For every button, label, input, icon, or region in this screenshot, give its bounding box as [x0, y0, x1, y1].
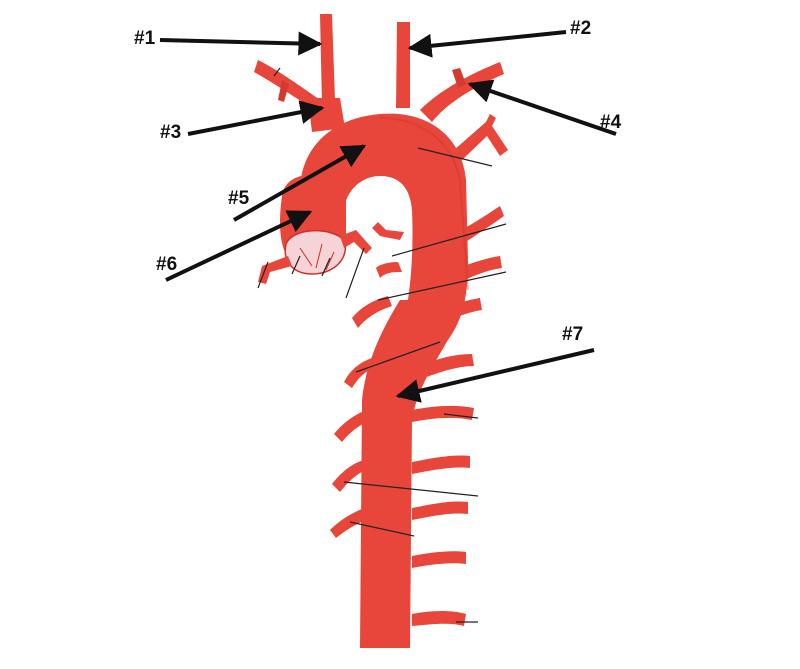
descending-aorta [360, 300, 462, 648]
arrow-2 [407, 30, 567, 58]
label-6: #6 [156, 254, 177, 275]
label-4: #4 [600, 112, 622, 133]
label-1: #1 [134, 28, 156, 49]
left-subclavian-artery [420, 62, 504, 122]
pointer-arrows [159, 30, 617, 403]
arch-shading [379, 117, 469, 291]
aortic-arch [299, 113, 468, 340]
arrow-5 [233, 144, 367, 222]
right-common-carotid [320, 14, 335, 106]
left-vertebral-branch [452, 68, 466, 88]
bronchial-branch [454, 114, 508, 160]
label-3: #3 [160, 122, 181, 143]
right-coronary-artery [258, 256, 292, 284]
arrow-3 [187, 100, 325, 136]
intercostal-branches-right [412, 206, 504, 626]
aorta-illustration [254, 14, 508, 648]
arrow-4 [467, 79, 617, 136]
arrow-1 [159, 31, 323, 56]
label-5: #5 [228, 188, 250, 209]
intercostal-branches-left [330, 222, 404, 538]
leader-lines [257, 67, 507, 623]
arrow-6 [165, 210, 313, 282]
arrow-7 [395, 348, 595, 403]
left-common-carotid [396, 22, 410, 108]
label-2: #2 [570, 18, 591, 39]
vertebral-branch [278, 80, 289, 102]
label-7: #7 [562, 324, 583, 345]
valve-cusp-lines [299, 243, 335, 271]
